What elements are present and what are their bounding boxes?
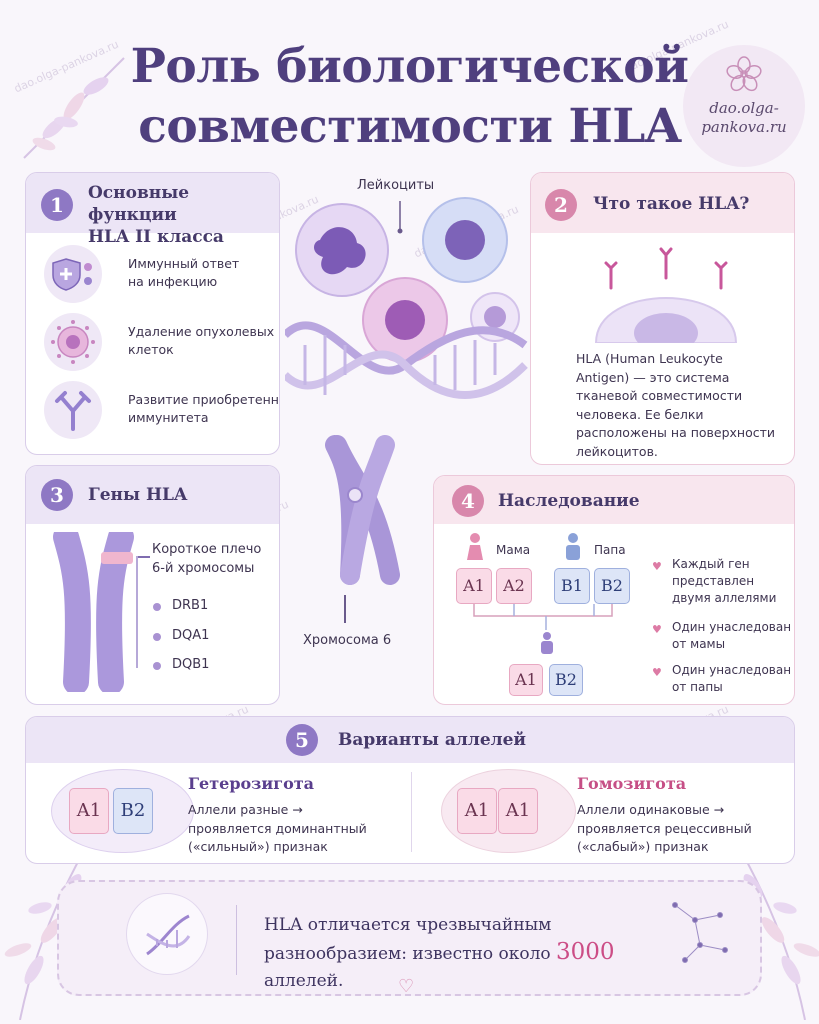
hla-definition-text: HLA (Human Leukocyte Antigen) — это сист…	[576, 351, 776, 459]
shield-icon	[44, 245, 102, 303]
section-title: Основные функции HLA II класса	[88, 183, 224, 247]
function-text: Развитие приобретенного иммунитета	[128, 392, 279, 425]
logo-text: dao.olga- pankova.ru	[701, 99, 787, 136]
section-number: 5	[286, 724, 318, 756]
section-number: 4	[452, 485, 484, 517]
function-item: Удаление опухолевых клеток	[44, 313, 279, 373]
child-allele: A1	[509, 664, 543, 696]
section-title: Варианты аллелей	[338, 730, 527, 750]
gene-bracket-line	[136, 556, 138, 668]
diversity-text-start: HLA отличается чрезвычайным разнообразие…	[264, 915, 557, 964]
dna-icon	[126, 893, 208, 975]
arm-label: Короткое плечо 6-й хромосомы	[152, 542, 262, 576]
function-text: Иммунный ответ на инфекцию	[128, 256, 240, 289]
homozygote-text: Аллели одинаковые → проявляется рецессив…	[577, 802, 752, 854]
diversity-text: HLA отличается чрезвычайным разнообразие…	[264, 912, 684, 995]
function-item: Иммунный ответ на инфекцию	[44, 245, 279, 305]
cell-with-receptors-icon	[594, 247, 738, 343]
mother-allele: A1	[456, 568, 492, 604]
father-icon	[566, 533, 580, 560]
inheritance-note: Каждый ген представлен двумя аллелями	[672, 557, 777, 605]
section-divider	[411, 772, 412, 852]
mother-icon	[467, 533, 483, 560]
leaf-branch-top-left	[23, 57, 125, 159]
allele-count: 3000	[556, 939, 615, 965]
section-title: Наследование	[498, 491, 640, 511]
section-inheritance-card: 4 Наследование Мама Папа A1 A2 B1 B2 A1 …	[433, 475, 795, 705]
child-allele: B2	[549, 664, 583, 696]
constellation-icon	[672, 902, 728, 963]
heart-bullet-icon: ♥	[652, 666, 662, 679]
leukocytes-illustration	[285, 197, 528, 585]
heterozygote-title: Гетерозигота	[188, 774, 315, 793]
gene-drb1: DRB1	[172, 598, 209, 613]
section-title: Что такое HLA?	[593, 194, 750, 214]
heart-bullet-icon: ♥	[652, 560, 662, 573]
heart-bullet-icon: ♥	[652, 623, 662, 636]
homozygote-allele: A1	[498, 788, 538, 834]
gene-bullet	[153, 633, 161, 641]
gene-bullet	[153, 662, 161, 670]
section-number: 2	[545, 189, 577, 221]
card-header	[434, 476, 794, 524]
section-functions-card: 1 Основные функции HLA II класса Иммунны…	[25, 172, 280, 455]
cell-icon	[44, 313, 102, 371]
gene-dqa1: DQA1	[172, 628, 210, 643]
inheritance-note: Один унаследован от мамы	[672, 620, 792, 651]
function-text: Удаление опухолевых клеток	[128, 324, 275, 357]
inheritance-lines	[473, 604, 613, 630]
father-allele: B2	[594, 568, 630, 604]
heterozygote-allele: A1	[69, 788, 109, 834]
child-icon	[541, 632, 553, 654]
father-allele: B1	[554, 568, 590, 604]
page-title-line2: совместимости HLA	[138, 99, 681, 154]
flower-icon	[726, 56, 762, 92]
section-number: 3	[41, 479, 73, 511]
chromosome-pointer	[344, 595, 346, 623]
inheritance-note: Один унаследован от папы	[672, 663, 792, 694]
heart-icon: ♡	[398, 976, 415, 997]
section-hla-genes-card: 3 Гены HLA Короткое плечо 6-й хромосомы …	[25, 465, 280, 705]
mother-label: Мама	[496, 543, 531, 557]
gene-bullet	[153, 603, 161, 611]
chromosome-icon	[53, 532, 134, 692]
antibody-icon	[44, 381, 102, 439]
mother-allele: A2	[496, 568, 532, 604]
father-label: Папа	[594, 543, 626, 557]
logo: dao.olga- pankova.ru	[683, 45, 805, 167]
section-allele-variants-card: 5 Варианты аллелей A1 B2 Гетерозигота Ал…	[25, 716, 795, 864]
leukocytes-label: Лейкоциты	[357, 178, 435, 193]
homozygote-title: Гомозигота	[577, 774, 687, 793]
section-what-is-hla-card: 2 Что такое HLA? HLA (Human Leukocyte An…	[530, 172, 795, 465]
heterozygote-text: Аллели разные → проявляется доминантный …	[188, 802, 367, 854]
diversity-text-end: аллелей.	[264, 971, 344, 991]
card-header	[26, 717, 794, 763]
function-item: Развитие приобретенного иммунитета	[44, 381, 279, 441]
chromosome-6-label: Хромосома 6	[303, 633, 392, 648]
heterozygote-allele: B2	[113, 788, 153, 834]
page-title-line1: Роль биологической	[130, 39, 689, 94]
banner-divider	[236, 905, 237, 975]
gene-dqb1: DQB1	[172, 657, 210, 672]
section-title: Гены HLA	[88, 485, 188, 505]
section-number: 1	[41, 189, 73, 221]
arm-pointer-line	[136, 556, 150, 558]
homozygote-allele: A1	[457, 788, 497, 834]
